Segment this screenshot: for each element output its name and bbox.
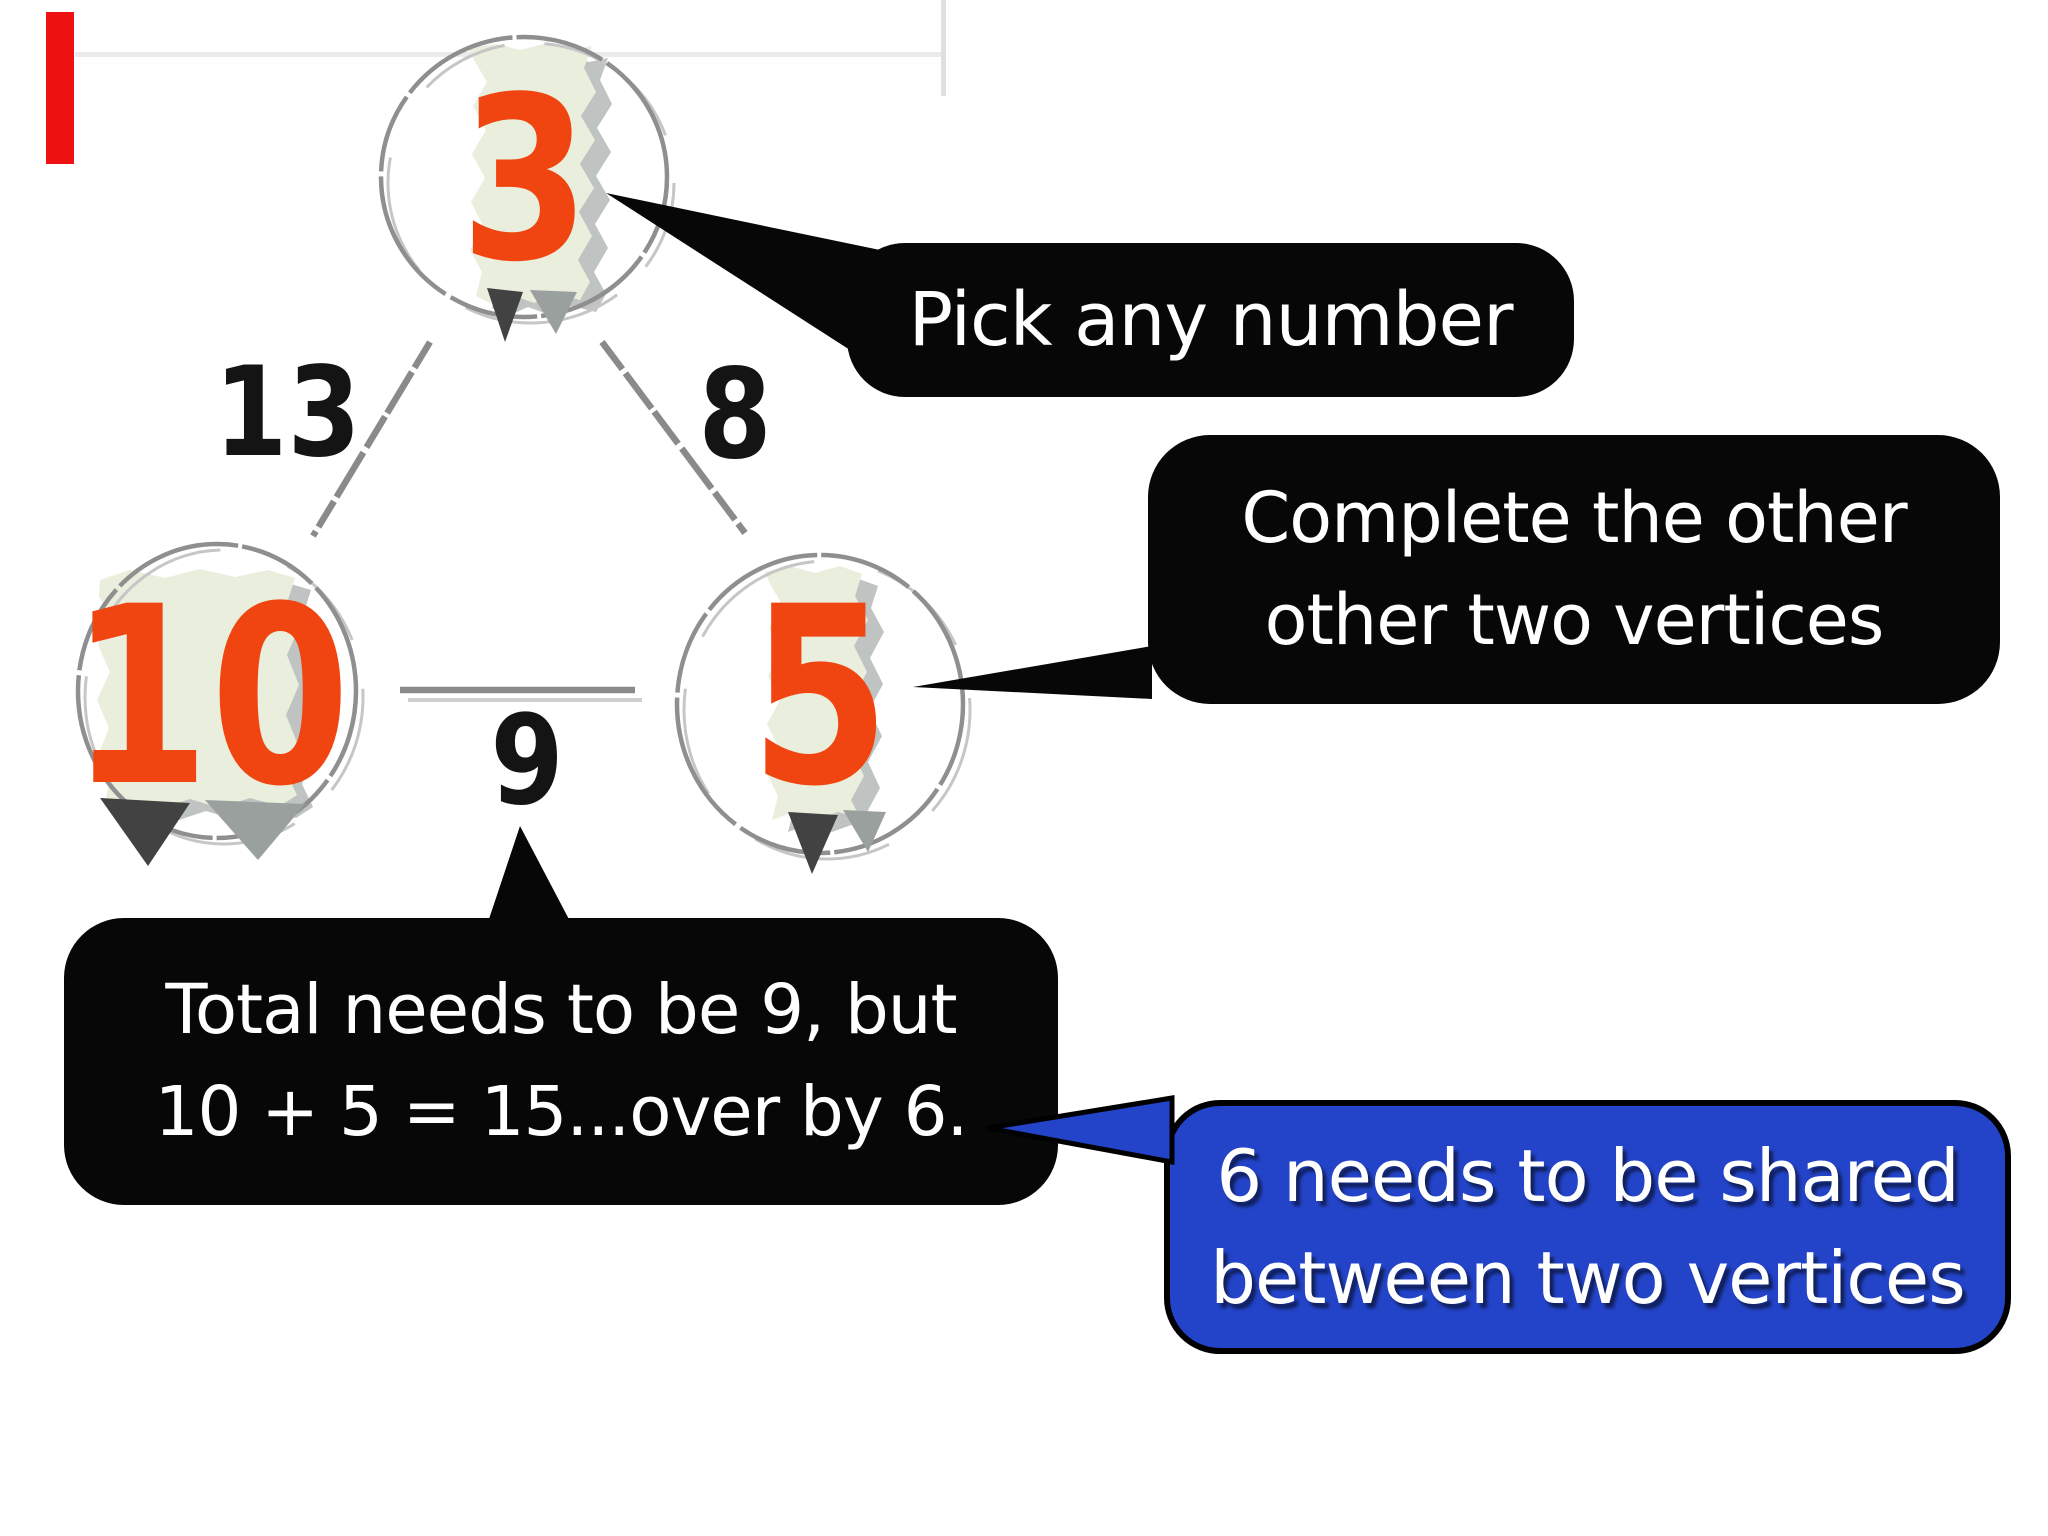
vertex-circle-left xyxy=(75,541,359,841)
callout-total-line2: 10 + 5 = 15...over by 6. xyxy=(154,1071,969,1152)
callout-complete: Complete the other other two vertices xyxy=(1148,435,2000,704)
share-callout-tail xyxy=(987,1095,1175,1166)
edge-line-right xyxy=(599,340,748,535)
vertex-circle-left-shadow xyxy=(83,548,365,846)
vertex-circle-top xyxy=(378,34,670,320)
callout-total: Total needs to be 9, but 10 + 5 = 15...o… xyxy=(64,918,1058,1205)
paper-flap-left-dark xyxy=(100,798,190,866)
vertex-value-right: 5 xyxy=(749,554,891,841)
whiteboard-edge-vertical-line xyxy=(941,0,946,96)
total-callout-tail xyxy=(487,826,572,925)
callout-share: 6 needs to be shared between two vertice… xyxy=(1164,1100,2011,1354)
torn-paper-strip-top xyxy=(468,43,596,304)
complete-callout-tail xyxy=(913,646,1152,699)
edge-label-bottom: 9 xyxy=(490,689,564,833)
callout-share-line2: between two vertices xyxy=(1210,1236,1965,1320)
callout-complete-line2: other two vertices xyxy=(1264,578,1885,661)
paper-flap-left-gray xyxy=(205,800,305,860)
vertex-circle-right-shadow xyxy=(682,559,972,861)
callout-total-line1: Total needs to be 9, but xyxy=(165,970,957,1051)
pick-callout-tail xyxy=(606,193,880,350)
callout-pick-text: Pick any number xyxy=(908,277,1514,363)
red-marker-bar xyxy=(46,12,74,164)
torn-paper-strip-right xyxy=(765,566,868,820)
vertex-value-top: 3 xyxy=(460,48,590,312)
paper-flap-right-dark xyxy=(788,812,838,874)
torn-paper-strip-left xyxy=(97,569,300,809)
edge-line-left xyxy=(310,340,433,538)
vertex-value-left: 10 xyxy=(69,554,351,841)
paper-flap-top-dark xyxy=(487,288,523,342)
edge-label-left: 13 xyxy=(214,341,361,485)
callout-pick: Pick any number xyxy=(847,243,1574,397)
edge-label-right: 8 xyxy=(698,343,772,487)
callout-complete-line1: Complete the other xyxy=(1241,477,1907,559)
vertex-circle-top-shadow xyxy=(386,41,676,325)
paper-flap-right-gray xyxy=(843,810,886,852)
paper-flap-top-gray xyxy=(530,290,577,334)
callout-share-line1: 6 needs to be shared xyxy=(1216,1133,1959,1218)
